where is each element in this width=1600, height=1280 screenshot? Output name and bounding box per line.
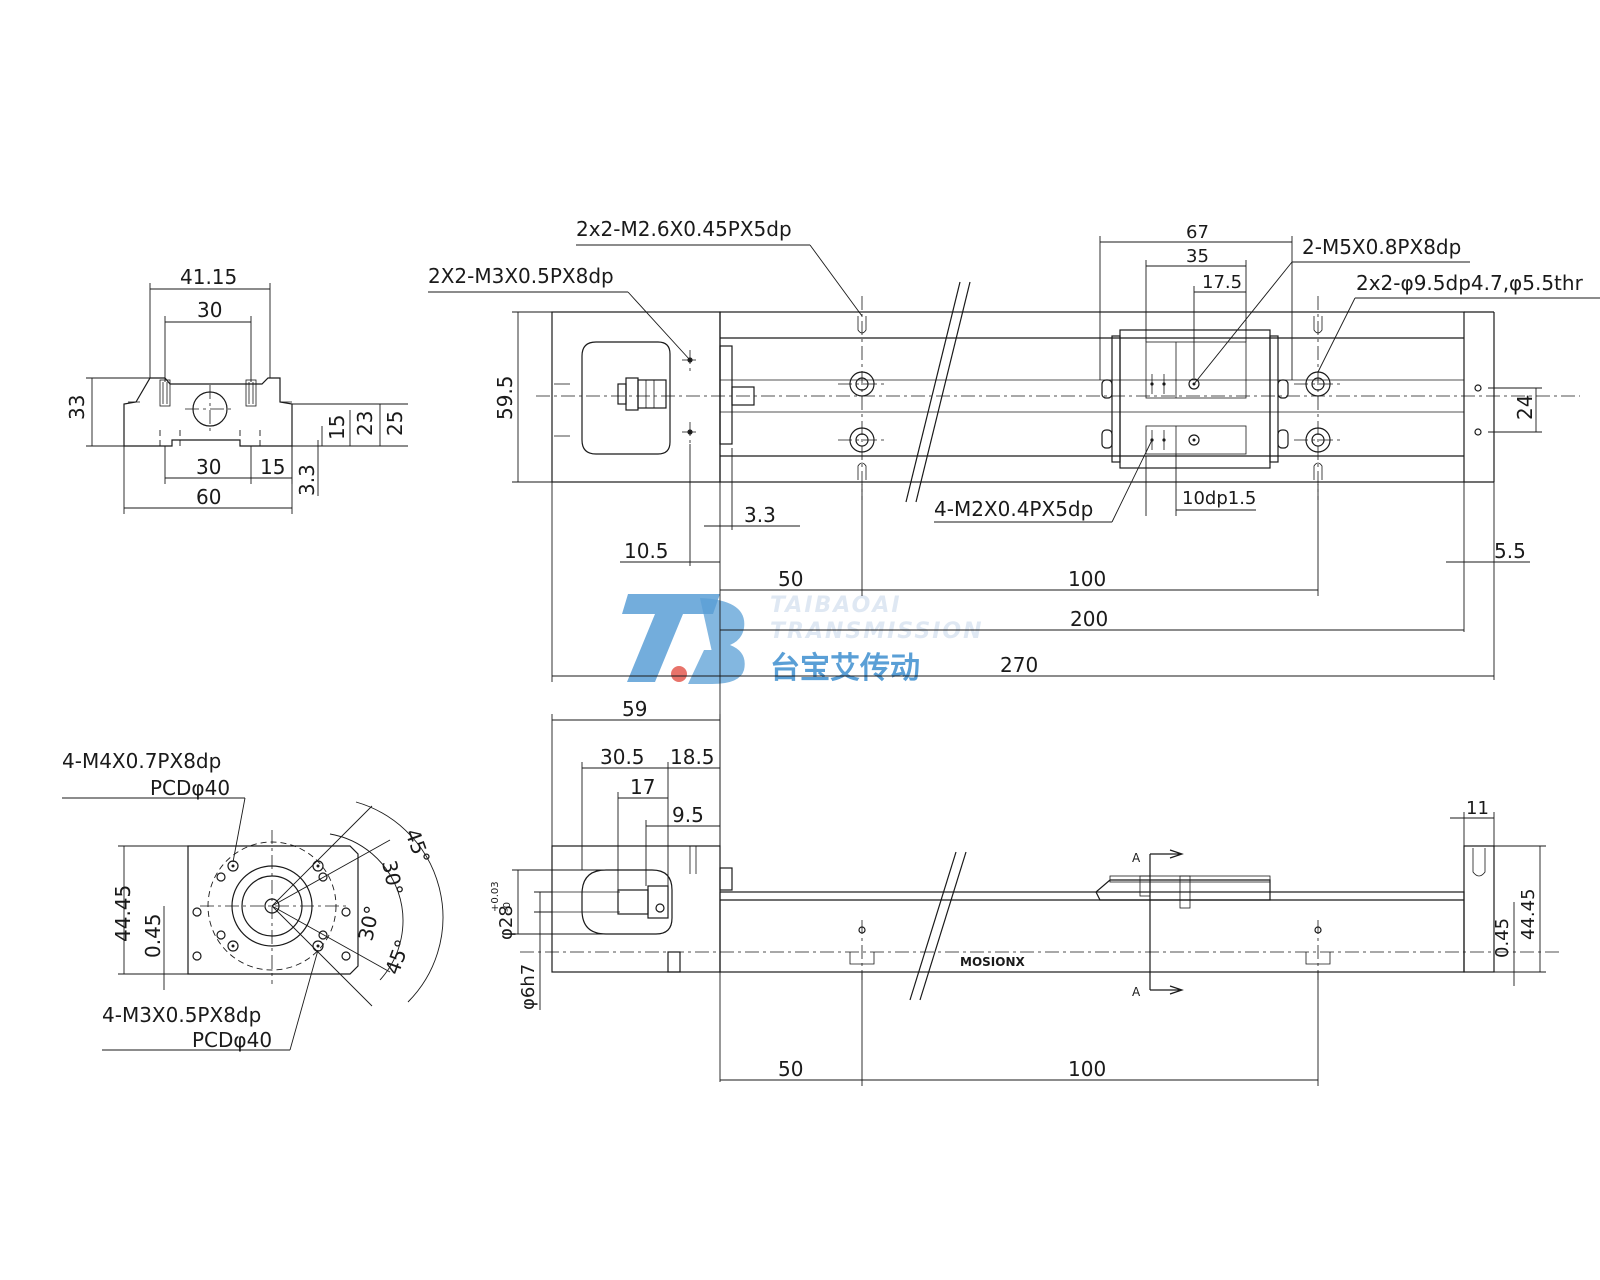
note-counterbore: 2x2-φ9.5dp4.7,φ5.5thr: [1356, 271, 1584, 295]
dim-15-vertical: 15: [325, 415, 349, 440]
dim-17-5: 17.5: [1202, 272, 1242, 293]
dim-67: 67: [1186, 222, 1209, 243]
dim-50-side: 50: [778, 1057, 803, 1081]
side-motor-window: [581, 869, 673, 935]
note-m4-tap: 4-M4X0.7PX8dp: [62, 749, 221, 773]
angle-45-bottom: 45°: [380, 936, 415, 978]
dim-10-5: 10.5: [624, 539, 669, 563]
flange-tap-holes: [192, 860, 351, 961]
rail-body: [719, 311, 1465, 483]
note-m2-tap: 4-M2X0.4PX5dp: [934, 497, 1093, 521]
dim-25: 25: [383, 411, 407, 436]
dim-41-15: 41.15: [180, 265, 237, 289]
angle-30-top: 30°: [377, 858, 408, 898]
dim-3-3: 3.3: [295, 464, 319, 496]
section-label-a-top: A: [1132, 851, 1141, 865]
angle-arc-outer: [355, 801, 444, 1003]
dim-44-45-flange: 44.45: [111, 885, 135, 942]
side-view: A A MOSIONX 59 30.5 18.5 17 9.5 11 φ28: [490, 697, 1560, 1086]
carriage: [1119, 329, 1271, 469]
dim-0-45-flange: 0.45: [141, 913, 165, 958]
dim-59-5: 59.5: [493, 375, 517, 420]
side-end-cap: [1463, 845, 1495, 973]
note-m5-tap: 2-M5X0.8PX8dp: [1302, 235, 1461, 259]
side-carriage: [1095, 879, 1271, 901]
dim-30-top: 30: [197, 298, 222, 322]
dim-phi28-tolerance-lower: -0: [502, 902, 513, 912]
watermark-logo: TAIBAOAI TRANSMISSION 台宝艾传动: [622, 593, 984, 686]
motor-window: [581, 341, 671, 455]
dim-60: 60: [196, 485, 221, 509]
dim-23: 23: [353, 411, 377, 436]
note-m3-tap-top: 2X2-M3X0.5PX8dp: [428, 264, 614, 288]
dim-59: 59: [622, 697, 647, 721]
angle-45-top: 45°: [400, 826, 435, 868]
dim-44-45-side: 44.45: [1518, 888, 1539, 940]
logo-text-cn: 台宝艾传动: [770, 651, 920, 686]
end-view: 41.15 30 33 25 23 15 30 15 3.3 60: [65, 265, 408, 514]
logo-text-line1: TAIBAOAI: [770, 593, 902, 618]
dim-5-5: 5.5: [1494, 539, 1526, 563]
flange-outline: [187, 845, 359, 975]
dim-50-top: 50: [778, 567, 803, 591]
end-view-tap-left: [159, 379, 171, 407]
dim-30-5: 30.5: [600, 745, 645, 769]
end-view-outline: [123, 377, 293, 447]
logo-text-line2: TRANSMISSION: [770, 619, 984, 644]
note-pcd-top: PCDφ40: [150, 776, 230, 800]
dim-0-45-side: 0.45: [1492, 918, 1513, 958]
dim-9-5: 9.5: [672, 803, 704, 827]
logo-dot: [671, 666, 687, 682]
dim-phi28: φ28: [496, 905, 517, 940]
break-line-1: [905, 281, 961, 503]
dim-35: 35: [1186, 246, 1209, 267]
dim-3-3-top: 3.3: [744, 503, 776, 527]
dim-270: 270: [1000, 653, 1038, 677]
side-rail: [719, 891, 1465, 973]
dim-33: 33: [65, 395, 89, 420]
section-label-a-bottom: A: [1132, 985, 1141, 999]
note-m3-tap: 4-M3X0.5PX8dp: [102, 1003, 261, 1027]
dim-17: 17: [630, 775, 655, 799]
dim-200: 200: [1070, 607, 1108, 631]
logo-t-shape: [622, 594, 720, 682]
note-10dp1-5: 10dp1.5: [1182, 488, 1256, 509]
dim-30-bottom: 30: [196, 455, 221, 479]
note-m2-6-tap: 2x2-M2.6X0.45PX5dp: [576, 217, 792, 241]
top-view: 67 35 17.5 59.5 24 3.3 10.5 5.5 50 100 2…: [428, 217, 1600, 1082]
break-line-2: [915, 281, 971, 503]
dim-15-horizontal: 15: [260, 455, 285, 479]
motor-block: [551, 311, 721, 483]
dim-18-5: 18.5: [670, 745, 715, 769]
coupling-flange: [719, 345, 733, 445]
motor-flange-view: 45° 30° 30° 45° 4-M4X0.7PX8dp PCDφ40 4-M…: [62, 749, 444, 1052]
dim-11: 11: [1466, 798, 1489, 819]
side-motor-block: [551, 845, 721, 973]
dim-100-side: 100: [1068, 1057, 1106, 1081]
angle-arc-inner: [329, 833, 404, 981]
dim-phi6h7: φ6h7: [518, 964, 539, 1010]
dim-phi28-tolerance-upper: +0.03: [490, 881, 501, 912]
note-pcd-bottom: PCDφ40: [192, 1028, 272, 1052]
brand-mark-mosionx: MOSIONX: [960, 955, 1025, 969]
logo-b-shape: [688, 598, 745, 684]
dim-24: 24: [1513, 395, 1537, 420]
dim-100-top: 100: [1068, 567, 1106, 591]
